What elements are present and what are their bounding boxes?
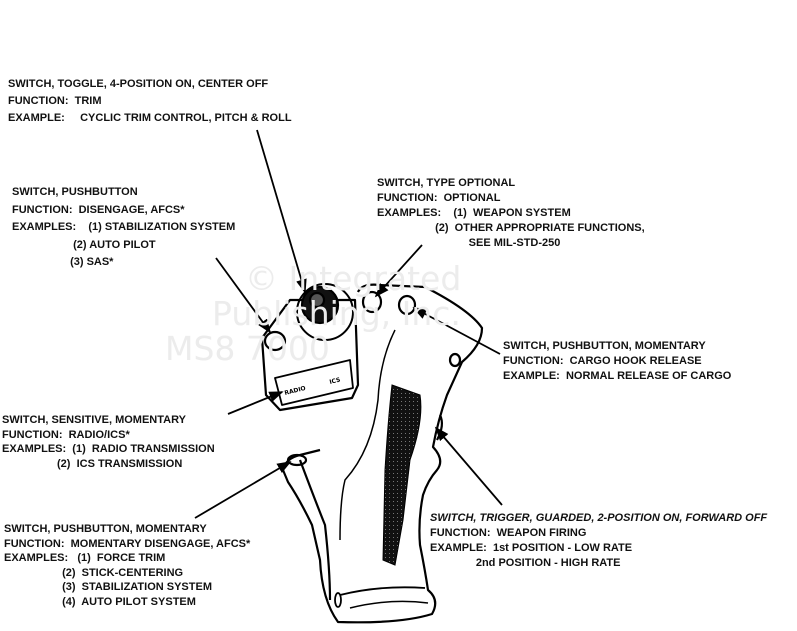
- label-type: SWITCH, TYPE OPTIONAL: [377, 177, 516, 189]
- label-sensitive-switch: SWITCH, SENSITIVE, MOMENTARY FUNCTION: R…: [2, 413, 215, 472]
- label-example: EXAMPLE: 1st POSITION - LOW RATE: [430, 542, 633, 554]
- label-example: EXAMPLES: (1) RADIO TRANSMISSION: [2, 443, 215, 456]
- label-function: FUNCTION: RADIO/ICS*: [2, 428, 130, 441]
- watermark-line-1: © Integrated: [245, 259, 462, 298]
- label-type: SWITCH, PUSHBUTTON: [12, 186, 138, 198]
- label-function: FUNCTION: OPTIONAL: [377, 192, 501, 204]
- label-type: SWITCH, PUSHBUTTON, MOMENTARY: [4, 523, 207, 535]
- leader-pushbutton: [215, 257, 272, 334]
- label-type: SWITCH, PUSHBUTTON, MOMENTARY: [503, 340, 706, 352]
- leader-cargo: [412, 307, 501, 355]
- grip-base-lip-2: [349, 600, 429, 609]
- label-example: EXAMPLES: (1) STABILIZATION SYSTEM: [12, 221, 236, 233]
- grip-inner-contour: [339, 329, 396, 541]
- trigger-stub: [448, 352, 462, 368]
- momentary-button: [286, 453, 308, 467]
- label-function: FUNCTION: TRIM: [8, 95, 102, 107]
- grip-left-edge: [298, 459, 332, 601]
- label-example: (3) STABILIZATION SYSTEM: [4, 581, 212, 594]
- label-example: EXAMPLES: (1) WEAPON SYSTEM: [377, 207, 571, 219]
- label-momentary-switch: SWITCH, PUSHBUTTON, MOMENTARY FUNCTION: …: [4, 522, 250, 610]
- leader-optional: [374, 244, 423, 298]
- label-example: SEE MIL-STD-250: [377, 237, 561, 249]
- panel-ics-text: ICS: [329, 376, 341, 385]
- label-trigger-switch: SWITCH, TRIGGER, GUARDED, 2-POSITION ON,…: [430, 511, 767, 571]
- afcs-pushbutton: [263, 330, 287, 352]
- base-hole: [334, 592, 342, 608]
- label-type: SWITCH, SENSITIVE, MOMENTARY: [2, 414, 186, 426]
- leader-momentary: [194, 461, 292, 519]
- knurled-grip-area: [382, 384, 422, 566]
- panel-radio-text: RADIO: [284, 385, 307, 397]
- label-example: (2) ICS TRANSMISSION: [2, 458, 183, 471]
- label-optional-switch: SWITCH, TYPE OPTIONAL FUNCTION: OPTIONAL…: [377, 176, 645, 251]
- label-type: SWITCH, TRIGGER, GUARDED, 2-POSITION ON,…: [430, 512, 768, 524]
- label-type: SWITCH, TOGGLE, 4-POSITION ON, CENTER OF…: [8, 78, 269, 90]
- label-example: (3) SAS*: [12, 256, 114, 268]
- label-example: 2nd POSITION - HIGH RATE: [430, 557, 621, 569]
- label-example: EXAMPLE: CYCLIC TRIM CONTROL, PITCH & RO…: [8, 112, 292, 124]
- label-cargo-switch: SWITCH, PUSHBUTTON, MOMENTARY FUNCTION: …: [503, 339, 731, 384]
- toggle-base: [296, 283, 354, 341]
- watermark-line-2: Publishing, Inc.: [212, 294, 461, 333]
- label-function: FUNCTION: WEAPON FIRING: [430, 527, 587, 539]
- label-pushbutton-switch: SWITCH, PUSHBUTTON FUNCTION: DISENGAGE, …: [12, 184, 235, 272]
- label-example: (2) OTHER APPROPRIATE FUNCTIONS,: [377, 222, 645, 234]
- optional-switch: [361, 290, 383, 314]
- label-example: (2) STICK-CENTERING: [4, 566, 184, 579]
- toggle-tip: [308, 291, 326, 309]
- label-toggle-switch: SWITCH, TOGGLE, 4-POSITION ON, CENTER OF…: [8, 76, 292, 127]
- label-function: FUNCTION: CARGO HOOK RELEASE: [503, 355, 702, 367]
- label-example: EXAMPLE: NORMAL RELEASE OF CARGO: [503, 370, 732, 382]
- label-example: EXAMPLES: (1) FORCE TRIM: [4, 552, 166, 565]
- grip-body-outline: [281, 283, 484, 624]
- watermark-line-3: MS8 7000: [165, 329, 330, 368]
- leader-toggle: [256, 129, 307, 294]
- leader-trigger: [434, 426, 503, 506]
- grip-base-lip: [339, 586, 426, 596]
- label-function: FUNCTION: DISENGAGE, AFCS*: [12, 203, 185, 216]
- leader-sensitive: [227, 391, 284, 415]
- label-function: FUNCTION: MOMENTARY DISENGAGE, AFCS*: [4, 537, 251, 550]
- label-example: (4) AUTO PILOT SYSTEM: [4, 595, 196, 608]
- label-example: (2) AUTO PILOT: [12, 238, 156, 251]
- cargo-hook-button: [397, 294, 417, 316]
